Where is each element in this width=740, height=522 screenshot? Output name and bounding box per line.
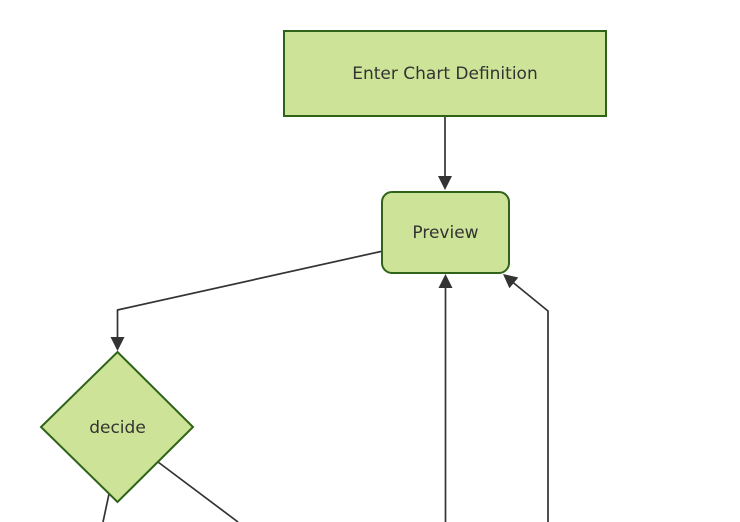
node-decide-label: decide	[89, 418, 146, 438]
arrowheads	[110, 176, 519, 351]
edge-offscreen-bottom-right-to-preview	[509, 279, 549, 522]
node-preview-label: Preview	[412, 223, 478, 243]
nodes	[39, 30, 607, 504]
node-preview	[381, 191, 510, 274]
arrowhead-into-preview-bottom	[438, 274, 453, 288]
arrowhead-into-preview-bottom-right	[503, 274, 519, 289]
node-labels: Enter Chart Definition Preview decide	[89, 64, 538, 438]
node-enter-chart-definition	[283, 30, 607, 117]
node-decide	[39, 350, 195, 504]
edge-decide-to-offscreen-bottom-left	[102, 493, 110, 522]
node-enter-chart-definition-label: Enter Chart Definition	[352, 64, 537, 84]
arrowhead-into-preview-top	[438, 176, 452, 190]
arrowhead-into-decide-top	[110, 337, 125, 351]
edges	[102, 116, 549, 522]
edge-decide-to-offscreen-bottom-right	[157, 461, 239, 522]
edge-preview-to-decide	[116, 250, 384, 339]
